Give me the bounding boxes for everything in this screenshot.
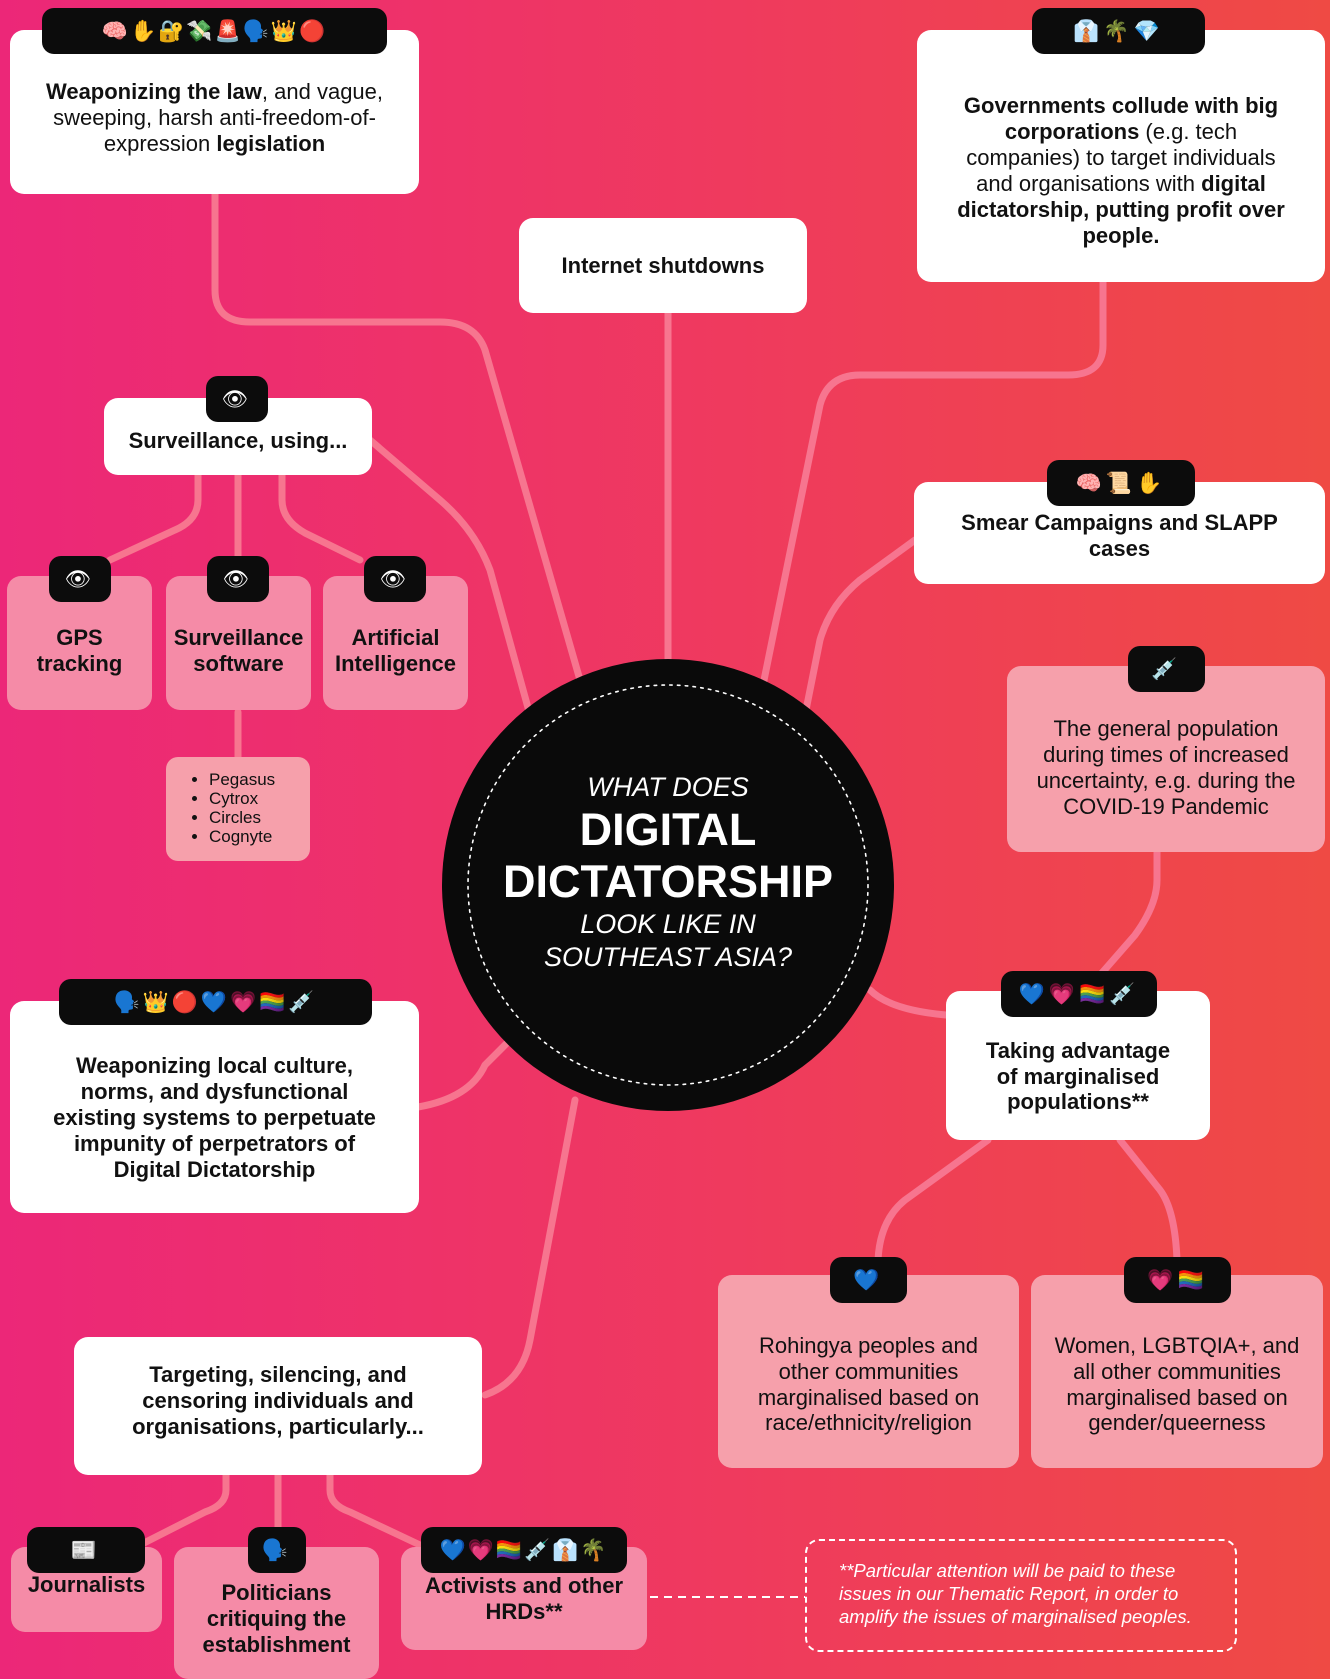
connector-smear: [796, 536, 919, 744]
culture-icons: 🗣️👑🔴💙💗🏳️‍🌈💉: [59, 979, 372, 1025]
surveillance-software-list: Pegasus Cytrox Circles Cognyte: [166, 757, 310, 861]
surveillance-card: Surveillance, using...: [104, 398, 372, 475]
journalists-label: Journalists: [27, 1571, 146, 1597]
central-question-circle: WHAT DOES DIGITAL DICTATORSHIP LOOK LIKE…: [442, 659, 894, 1111]
newspaper-icon: 📰: [27, 1527, 145, 1573]
marginalised-populations-label: Taking advantage of marginalised populat…: [985, 1037, 1171, 1115]
rohingya-label: Rohingya peoples and other communities m…: [757, 1332, 980, 1436]
politicians-card: Politicians critiquing the establishment: [174, 1547, 379, 1679]
eye-icon: 👁: [207, 556, 269, 602]
connector-activists: [326, 1471, 424, 1549]
footnote-box: **Particular attention will be paid to t…: [805, 1539, 1237, 1652]
connector-covid: [1076, 848, 1161, 1002]
list-item: Cognyte: [209, 827, 310, 846]
center-line-2: DIGITAL: [579, 804, 757, 855]
gps-tracking-label: GPS tracking: [36, 625, 123, 676]
center-line-5: SOUTHEAST ASIA?: [543, 942, 793, 972]
artificial-intelligence-card: Artificial Intelligence: [323, 576, 468, 710]
eye-icon: 👁: [364, 556, 426, 602]
weaponizing-law-icons: 🧠✋🔐💸🚨🗣️👑🔴: [42, 8, 387, 54]
women-icons: 💗🏳️‍🌈: [1124, 1257, 1231, 1303]
artificial-intelligence-label: Artificial Intelligence: [334, 625, 457, 676]
weaponizing-culture-card: Weaponizing local culture, norms, and dy…: [10, 1001, 419, 1213]
connector-targeting: [481, 1096, 579, 1399]
internet-shutdowns-label: Internet shutdowns: [561, 252, 765, 278]
blue-heart-icon: 💙: [830, 1257, 907, 1303]
activists-icons: 💙💗🏳️‍🌈💉👔🌴: [421, 1527, 627, 1573]
targeting-card: Targeting, silencing, and censoring indi…: [74, 1337, 482, 1475]
collusion-text: Governments collude with big corporation…: [957, 93, 1285, 248]
general-population-card: The general population during times of i…: [1007, 666, 1325, 852]
women-lgbtqia-label: Women, LGBTQIA+, and all other communiti…: [1054, 1332, 1300, 1436]
smear-icons: 🧠📜✋: [1047, 460, 1195, 506]
connector-rohingya: [874, 1136, 992, 1264]
connector-gps: [106, 471, 202, 564]
center-line-4: LOOK LIKE IN: [580, 909, 756, 939]
weaponizing-law-text: Weaponizing the law, and vague, sweeping…: [45, 79, 384, 156]
list-item: Pegasus: [209, 770, 310, 789]
syringe-icon: 💉: [1128, 646, 1205, 692]
list-item: Cytrox: [209, 789, 310, 808]
weaponizing-law-card: Weaponizing the law, and vague, sweeping…: [10, 30, 419, 194]
eye-icon: 👁: [49, 556, 111, 602]
connector-marginalised: [866, 986, 950, 1019]
collusion-icons: 👔🌴💎: [1032, 8, 1205, 54]
connector-journalists: [136, 1471, 230, 1549]
politicians-label: Politicians critiquing the establishment: [202, 1580, 351, 1657]
connector-surveillance: [366, 436, 534, 719]
collusion-card: Governments collude with big corporation…: [917, 30, 1325, 282]
center-line-3: DICTATORSHIP: [502, 856, 833, 907]
internet-shutdowns-card: Internet shutdowns: [519, 218, 807, 313]
scalloped-border: [467, 684, 869, 1086]
targeting-label: Targeting, silencing, and censoring indi…: [132, 1362, 424, 1439]
connector-culture: [414, 1036, 514, 1111]
connector-ai: [278, 471, 364, 564]
footnote-text: **Particular attention will be paid to t…: [839, 1560, 1192, 1627]
gps-tracking-card: GPS tracking: [7, 576, 152, 710]
connector-women: [1116, 1136, 1181, 1264]
smear-campaigns-label: Smear Campaigns and SLAPP cases: [961, 510, 1278, 561]
list-item: Circles: [209, 808, 310, 827]
speaking-head-icon: 🗣️: [248, 1527, 306, 1573]
connector-collusion: [758, 278, 1107, 694]
smear-campaigns-card: Smear Campaigns and SLAPP cases: [914, 482, 1325, 584]
surveillance-label: Surveillance, using...: [128, 427, 348, 453]
marginalised-icons: 💙💗🏳️‍🌈💉: [1001, 971, 1157, 1017]
activists-label: Activists and other HRDs**: [424, 1572, 624, 1624]
weaponizing-culture-label: Weaponizing local culture, norms, and dy…: [53, 1053, 376, 1182]
rohingya-card: Rohingya peoples and other communities m…: [718, 1275, 1019, 1468]
women-lgbtqia-card: Women, LGBTQIA+, and all other communiti…: [1031, 1275, 1323, 1468]
eye-icon: 👁: [206, 376, 268, 422]
connector-law: [211, 190, 584, 684]
center-line-1: WHAT DOES: [587, 772, 749, 802]
general-population-label: The general population during times of i…: [1036, 716, 1296, 819]
surveillance-software-label: Surveillance software: [173, 625, 304, 676]
marginalised-populations-card: Taking advantage of marginalised populat…: [946, 991, 1210, 1140]
